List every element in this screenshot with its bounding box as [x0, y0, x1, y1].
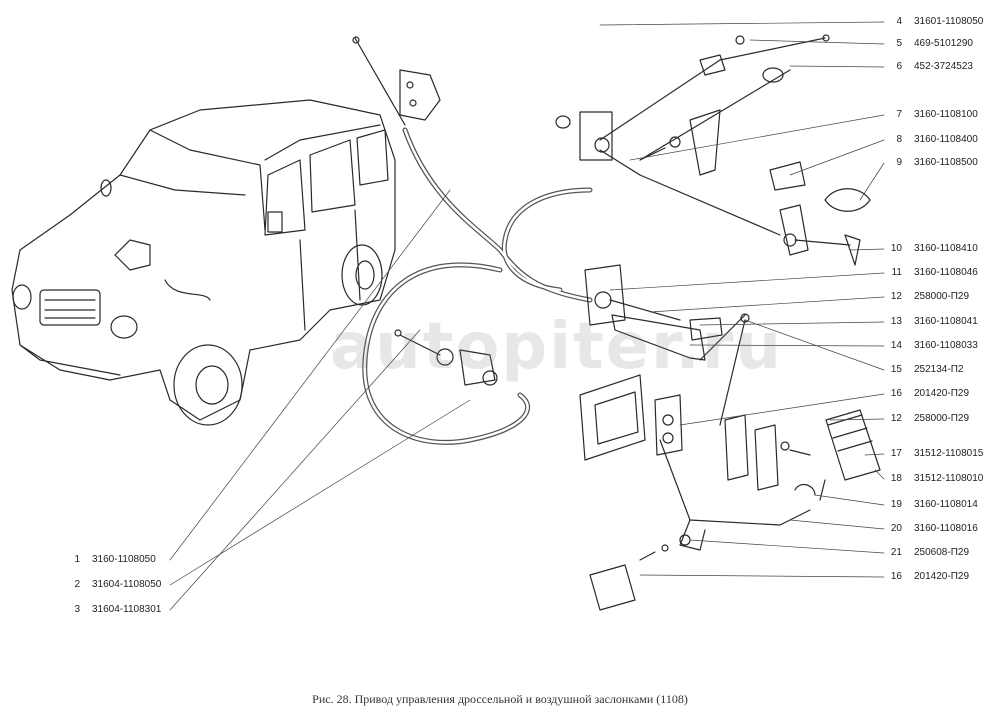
leader-line — [699, 321, 885, 326]
leader-line — [649, 296, 885, 313]
callout-number: 16 — [890, 388, 902, 399]
callout-number: 9 — [896, 157, 902, 168]
leader-line — [599, 21, 885, 26]
callout-part-number: 3160-1108400 — [914, 134, 978, 145]
callout-number: 12 — [890, 291, 902, 302]
callout-number: 16 — [890, 571, 902, 582]
leader-line — [679, 393, 885, 426]
callout-number: 10 — [890, 243, 902, 254]
callout-part-number: 31604-1108050 — [92, 579, 162, 590]
callout-part-number: 3160-1108046 — [914, 267, 978, 278]
leader-line — [864, 453, 885, 456]
callout-number: 18 — [890, 473, 902, 484]
callout-part-number: 3160-1108014 — [914, 499, 978, 510]
callout-part-number: 469-5101290 — [914, 38, 973, 49]
leader-line — [744, 319, 885, 371]
callout-part-number: 3160-1108041 — [914, 316, 978, 327]
leader-line — [814, 494, 885, 506]
leader-line — [689, 344, 885, 347]
callout-number: 7 — [896, 109, 902, 120]
upper-cable-bracket — [352, 36, 441, 126]
callout-part-number: 258000-П29 — [914, 291, 970, 302]
watermark: autopiter.ru — [330, 310, 783, 384]
callout-number: 5 — [896, 38, 902, 49]
callout-number: 15 — [890, 364, 902, 375]
callout-part-number: 31512-1108010 — [914, 473, 984, 484]
callout-number: 13 — [890, 316, 902, 327]
callout-part-number: 252134-П2 — [914, 364, 964, 375]
callout-number: 6 — [896, 61, 902, 72]
callout-number: 3 — [74, 604, 80, 615]
leader-line — [169, 189, 451, 561]
lower-cable-terminal — [394, 329, 498, 386]
callout-part-number: 3160-1108500 — [914, 157, 978, 168]
callout-part-number: 258000-П29 — [914, 413, 970, 424]
callout-part-number: 31601-1108050 — [914, 16, 984, 27]
leader-line — [629, 114, 885, 161]
leader-line — [169, 399, 471, 586]
callout-part-number: 250608-П29 — [914, 547, 970, 558]
callout-part-number: 3160-1108033 — [914, 340, 978, 351]
air-damper-cable — [555, 34, 871, 266]
leader-line — [789, 65, 885, 68]
callout-number: 8 — [896, 134, 902, 145]
callout-part-number: 31512-1108015 — [914, 448, 984, 459]
figure-caption: Рис. 28. Привод управления дроссельной и… — [312, 692, 688, 706]
callout-number: 20 — [890, 523, 902, 534]
leader-line — [859, 162, 885, 201]
leader-line — [789, 139, 885, 176]
leader-line — [639, 574, 885, 578]
callout-part-number: 31604-1108301 — [92, 604, 162, 615]
callout-number: 2 — [74, 579, 80, 590]
callout-part-number: 3160-1108410 — [914, 243, 978, 254]
callout-part-number: 3160-1108050 — [92, 554, 156, 565]
callout-number: 11 — [891, 267, 902, 278]
leader-line — [789, 519, 885, 530]
callout-number: 19 — [890, 499, 902, 510]
leader-line — [874, 469, 885, 480]
leader-line — [829, 418, 885, 421]
callout-part-number: 201420-П29 — [914, 571, 970, 582]
leader-line — [689, 539, 885, 554]
callout-part-number: 201420-П29 — [914, 388, 970, 399]
callout-number: 1 — [74, 554, 80, 565]
leader-lines — [169, 21, 885, 611]
leader-line — [169, 329, 421, 611]
throttle-mechanism — [579, 264, 881, 611]
callout-part-number: 452-3724523 — [914, 61, 973, 72]
leader-line — [609, 272, 885, 291]
leader-line — [849, 248, 885, 251]
callout-part-number: 3160-1108016 — [914, 523, 978, 534]
callout-number: 12 — [890, 413, 902, 424]
leader-line — [749, 39, 885, 45]
callout-part-number: 3160-1108100 — [914, 109, 978, 120]
callout-number: 21 — [890, 547, 902, 558]
callout-number: 4 — [896, 16, 902, 27]
vehicle-illustration — [11, 99, 396, 426]
callout-number: 17 — [890, 448, 902, 459]
callout-number: 14 — [890, 340, 902, 351]
